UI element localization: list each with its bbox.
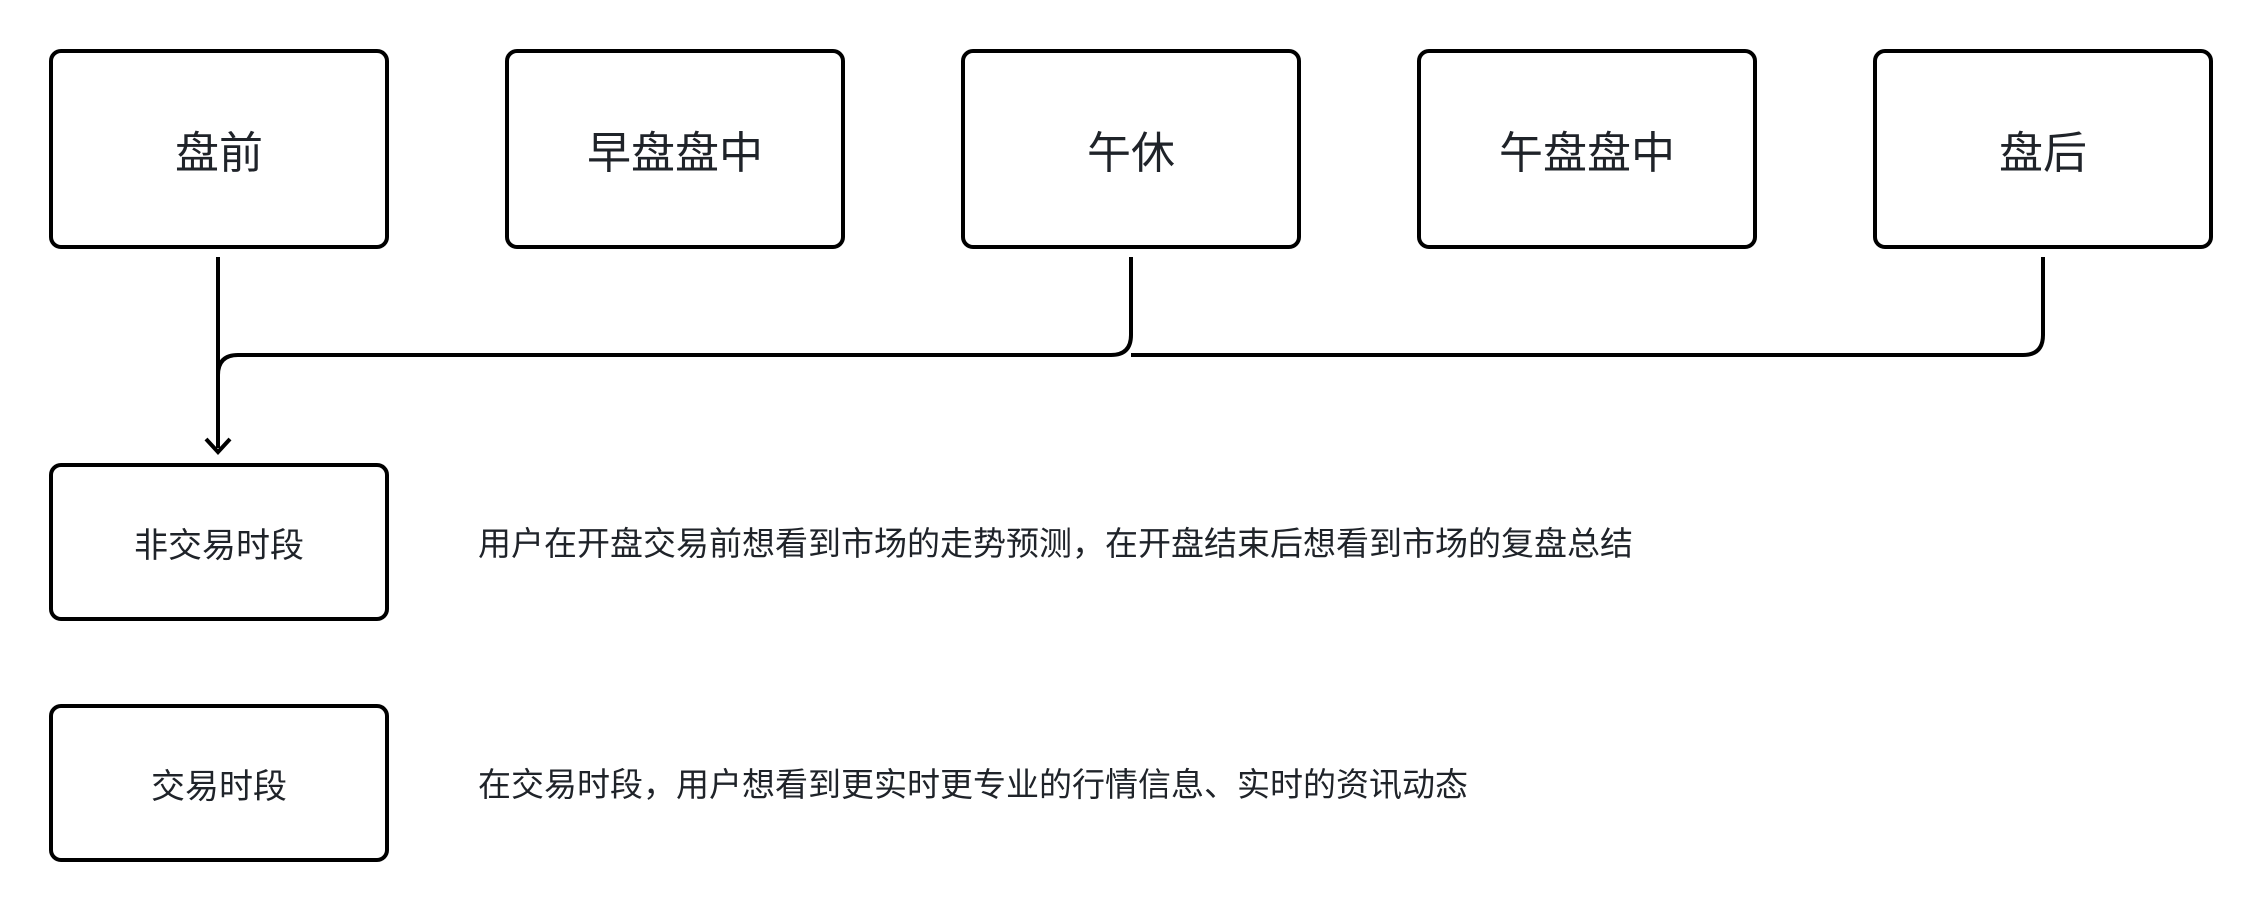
category-trading: 交易时段: [49, 704, 389, 862]
category-non-trading: 非交易时段: [49, 463, 389, 621]
phase-label: 午休: [1087, 128, 1175, 179]
category-description: 在交易时段，用户想看到更实时更专业的行情信息、实时的资讯动态: [478, 765, 1468, 804]
connector-afterhours: [1131, 257, 2045, 357]
phase-morning-session: 早盘盘中: [505, 49, 845, 249]
phase-afternoon-session: 午盘盘中: [1417, 49, 1757, 249]
arrow-head-icon: [204, 437, 232, 455]
category-label: 非交易时段: [134, 525, 304, 566]
category-description: 用户在开盘交易前想看到市场的走势预测，在开盘结束后想看到市场的复盘总结: [478, 524, 1633, 563]
phase-label: 午盘盘中: [1499, 128, 1675, 179]
category-label: 交易时段: [151, 766, 287, 807]
phase-label: 早盘盘中: [587, 128, 763, 179]
phase-lunch-break: 午休: [961, 49, 1301, 249]
phase-label: 盘前: [175, 128, 263, 179]
phase-premarket: 盘前: [49, 49, 389, 249]
phase-after-hours: 盘后: [1873, 49, 2213, 249]
connector-lunch: [216, 257, 1133, 376]
phase-label: 盘后: [1999, 128, 2087, 179]
